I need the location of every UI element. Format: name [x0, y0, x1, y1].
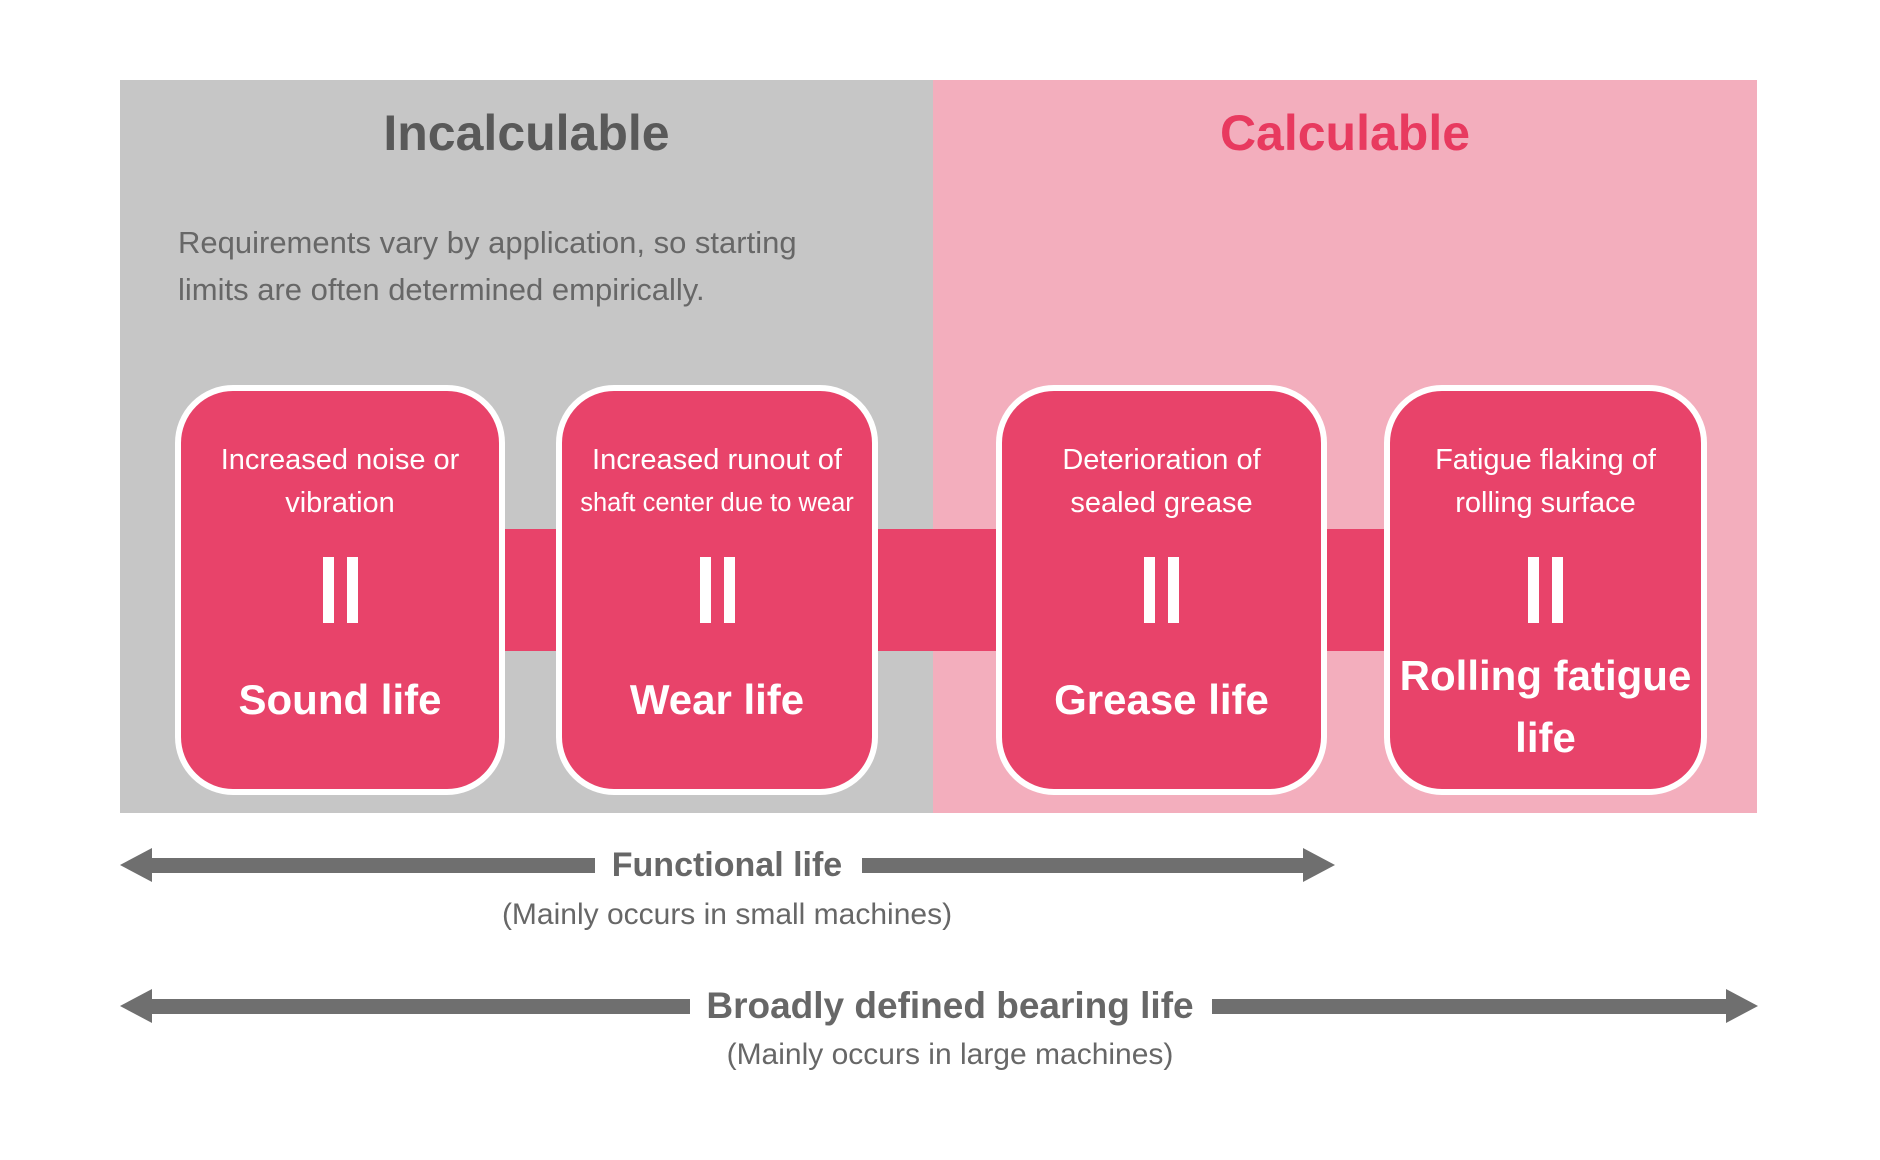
cause-line: Increased runout of	[592, 444, 842, 476]
cause-line: Increased noise or	[220, 444, 460, 476]
box-wear-life: Increased runout of shaft center due to …	[556, 385, 878, 795]
box-sound-life-label: Sound life	[183, 670, 497, 730]
arrow-right-icon	[1726, 989, 1758, 1023]
life-line: Grease life	[1054, 676, 1269, 723]
box-rolling-fatigue-life-label: Rolling fatigue life	[1392, 645, 1699, 769]
arrow-shaft	[150, 999, 690, 1014]
cause-line: vibration	[285, 487, 395, 519]
arrow-right-icon	[1303, 848, 1335, 882]
arrow-shaft	[862, 858, 1303, 873]
box-wear-life-cause: Increased runout of shaft center due to …	[566, 439, 868, 525]
equals-icon	[1002, 557, 1321, 623]
equals-icon	[1390, 557, 1701, 623]
cause-line: sealed grease	[1070, 487, 1253, 519]
arrow-left-icon	[120, 848, 152, 882]
calculable-title: Calculable	[1219, 105, 1471, 161]
connector-grease-fatigue	[1318, 529, 1390, 651]
box-wear-life-label: Wear life	[564, 670, 870, 730]
box-grease-life-label: Grease life	[1004, 670, 1319, 730]
functional-life-label: Functional life	[611, 846, 843, 884]
box-grease-life-cause: Deterioration of sealed grease	[1006, 439, 1317, 525]
life-line: life	[1515, 714, 1576, 761]
connector-wear-grease	[870, 529, 1002, 651]
box-rolling-fatigue-life-cause: Fatigue flaking of rolling surface	[1394, 439, 1697, 525]
incalculable-description-line1: Requirements vary by application, so sta…	[178, 225, 797, 260]
cause-line: Fatigue flaking of	[1435, 444, 1656, 476]
incalculable-description-line2: limits are often determined empirically.	[178, 272, 705, 307]
box-rolling-fatigue-life: Fatigue flaking of rolling surface Rolli…	[1384, 385, 1707, 795]
arrow-shaft	[150, 858, 595, 873]
life-line: Sound life	[238, 676, 442, 723]
cause-line: Deterioration of	[1062, 444, 1261, 476]
cause-line: rolling surface	[1455, 487, 1636, 519]
broad-bearing-life-label: Broadly defined bearing life	[706, 985, 1194, 1026]
life-line: Wear life	[629, 676, 805, 723]
box-grease-life: Deterioration of sealed grease Grease li…	[996, 385, 1327, 795]
cause-line: shaft center due to wear	[580, 489, 854, 517]
arrow-left-icon	[120, 989, 152, 1023]
arrow-shaft	[1212, 999, 1726, 1014]
box-sound-life: Increased noise or vibration Sound life	[175, 385, 505, 795]
equals-icon	[562, 557, 872, 623]
incalculable-title: Incalculable	[383, 105, 670, 161]
incalculable-description: Requirements vary by application, so sta…	[178, 219, 797, 313]
connector-sound-wear	[500, 529, 562, 651]
box-sound-life-cause: Increased noise or vibration	[185, 439, 495, 525]
broad-bearing-life-sublabel: (Mainly occurs in large machines)	[726, 1038, 1174, 1071]
equals-icon	[181, 557, 499, 623]
life-line: Rolling fatigue	[1399, 652, 1692, 699]
functional-life-sublabel: (Mainly occurs in small machines)	[501, 898, 953, 931]
